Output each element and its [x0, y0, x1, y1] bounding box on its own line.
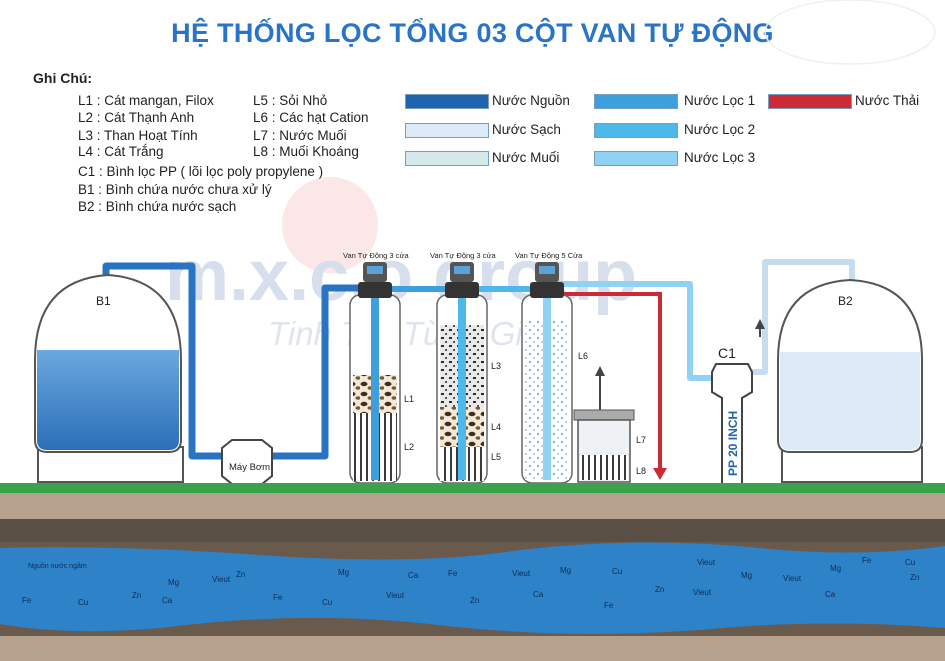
mineral-label: Ca: [408, 571, 419, 580]
tank-b2-label: B2: [838, 294, 853, 308]
watermark-slogan: Tinh Tuý Từng Giọt: [268, 315, 552, 352]
mineral-label: Fe: [273, 593, 283, 602]
mineral-label: Fe: [862, 556, 872, 565]
mineral-label: Mg: [741, 571, 752, 580]
legend-label-nuoc-muoi: Nước Muối: [492, 150, 560, 165]
layer-l8: L8: [636, 466, 646, 476]
mineral-label: Cu: [322, 598, 332, 607]
legend-swatch-nuoc-loc-3: [594, 151, 678, 166]
mineral-label: Mg: [560, 566, 571, 575]
pipe-waste: [560, 292, 662, 472]
filter-c1-label: C1: [718, 345, 736, 361]
note-l2: L2 : Cát Thạnh Anh: [78, 110, 195, 125]
layer-l6: L6: [578, 351, 588, 361]
mineral-label: Zn: [655, 585, 664, 594]
mineral-label: Ca: [825, 590, 836, 599]
pump-label: Máy Bơm: [229, 462, 270, 473]
mineral-label: Vieut: [212, 575, 231, 584]
legend-swatch-nuoc-sach: [405, 123, 489, 138]
mineral-label: Zn: [132, 591, 141, 600]
note-l4: L4 : Cát Trắng: [78, 144, 164, 159]
note-l7: L7 : Nước Muối: [253, 128, 347, 143]
note-l8: L8 : Muối Khoáng: [253, 144, 359, 159]
mineral-label: Mg: [830, 564, 841, 573]
legend-label-nuoc-sach: Nước Sạch: [492, 122, 561, 137]
note-l3: L3 : Than Hoạt Tính: [78, 128, 198, 143]
pump: Máy Bơm: [221, 439, 273, 485]
filter-c1-size: PP 20 INCH: [726, 411, 740, 476]
mineral-label: Vieut: [512, 569, 531, 578]
legend-label-nuoc-thai: Nước Thải: [855, 93, 920, 108]
layer-l4: L4: [491, 422, 501, 432]
note-l5: L5 : Sỏi Nhỏ: [253, 93, 328, 108]
legend-label-nuoc-loc-2: Nước Lọc 2: [684, 122, 756, 137]
legend-swatch-nuoc-loc-2: [594, 123, 678, 138]
valve-2-label: Van Tự Động 3 cửa: [430, 251, 496, 260]
layer-l1: L1: [404, 394, 414, 404]
mineral-label: Ca: [162, 596, 173, 605]
ground: [0, 483, 945, 661]
page-title: HỆ THỐNG LỌC TỔNG 03 CỘT VAN TỰ ĐỘNG: [171, 18, 774, 48]
mineral-label: Zn: [236, 570, 245, 579]
filter-c1: C1 PP 20 INCH: [711, 345, 753, 485]
mineral-label: Mg: [168, 578, 179, 587]
mineral-label: Fe: [22, 596, 32, 605]
mineral-label: Fe: [604, 601, 614, 610]
mineral-label: Ca: [533, 590, 544, 599]
arrow-up-icon: [755, 319, 765, 329]
mineral-label: Fe: [448, 569, 458, 578]
layer-l3: L3: [491, 361, 501, 371]
mineral-label: Vieut: [693, 588, 712, 597]
layer-l2: L2: [404, 442, 414, 452]
valve-1-label: Van Tự Động 3 cửa: [343, 251, 409, 260]
underground-water: [0, 542, 945, 634]
layer-l7: L7: [636, 435, 646, 445]
note-c1: C1 : Bình lọc PP ( lõi lọc poly propylen…: [78, 164, 324, 179]
mineral-label: Mg: [338, 568, 349, 577]
mineral-label: Vieut: [783, 574, 802, 583]
mineral-label: Zn: [910, 573, 919, 582]
tank-b1: B1: [34, 273, 184, 483]
legend-swatch-nuoc-thai: [768, 94, 852, 109]
layer-l5: L5: [491, 452, 501, 462]
mineral-label: Zn: [470, 596, 479, 605]
mineral-label: Cu: [78, 598, 88, 607]
note-b2: B2 : Bình chứa nước sạch: [78, 199, 237, 214]
notes-heading: Ghi Chú:: [33, 70, 93, 86]
legend-swatch-nuoc-loc-1: [594, 94, 678, 109]
arrow-up-icon: [595, 366, 605, 376]
note-b1: B1 : Bình chứa nước chưa xử lý: [78, 182, 272, 197]
legend-swatch-nuoc-nguon: [405, 94, 489, 109]
note-l6: L6 : Các hạt Cation: [253, 110, 369, 125]
column-3: Van Tự Động 5 Cửa L6: [515, 251, 588, 484]
legend-label-nuoc-nguon: Nước Nguồn: [492, 93, 570, 108]
mineral-label: Nguồn nước ngầm: [28, 561, 87, 570]
mineral-label: Cu: [612, 567, 622, 576]
note-l1: L1 : Cát mangan, Filox: [78, 93, 214, 108]
legend-swatch-nuoc-muoi: [405, 151, 489, 166]
legend-label-nuoc-loc-1: Nước Lọc 1: [684, 93, 756, 108]
tank-b2: B2: [777, 278, 923, 483]
waste-outlet: [653, 468, 667, 480]
column-1: Van Tự Động 3 cửa L1 L2: [343, 251, 414, 484]
mineral-label: Vieut: [697, 558, 716, 567]
mineral-label: Cu: [905, 558, 915, 567]
valve-3-label: Van Tự Động 5 Cửa: [515, 251, 583, 260]
brine-tank: L7 L8: [573, 409, 646, 483]
legend-label-nuoc-loc-3: Nước Lọc 3: [684, 150, 756, 165]
tank-b1-label: B1: [96, 294, 111, 308]
mineral-label: Vieut: [386, 591, 405, 600]
column-2: Van Tự Động 3 cửa L3 L4 L5: [430, 251, 501, 484]
